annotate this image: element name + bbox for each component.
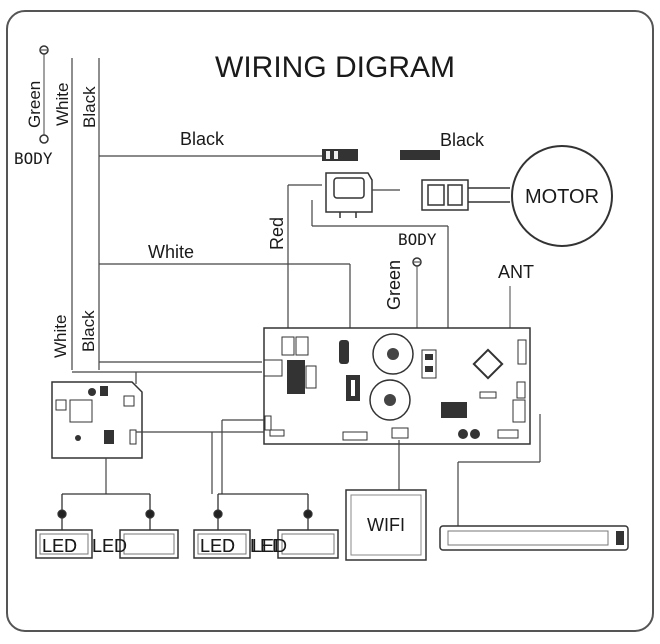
label-red: Red (267, 217, 287, 250)
led-label-2: LED (92, 536, 127, 556)
label-ant: ANT (498, 262, 534, 282)
label-body-mid: BODY (398, 230, 437, 249)
motor (511, 145, 613, 247)
led-label-2-overlay: LED (92, 536, 127, 556)
motor-plug (421, 179, 510, 211)
label-black-top-wire: Black (180, 129, 225, 149)
ground-symbol-left (39, 45, 49, 144)
main-control-board (263, 327, 531, 445)
led-bar-2 (119, 529, 179, 559)
led-bar-1 (35, 529, 93, 559)
label-black-left-top: Black (80, 86, 99, 128)
led-label-1-overlay: LED (42, 536, 77, 556)
label-white-left-bottom: White (51, 315, 70, 358)
label-white-left-top: White (53, 83, 72, 126)
led-label-4-overlay: LED (252, 536, 287, 556)
led-label-3: LED (200, 536, 235, 556)
label-black-motor: Black (440, 130, 485, 150)
board-links (105, 372, 541, 526)
top-connector-black (322, 149, 358, 161)
left-main-wires (71, 58, 351, 373)
wifi-label: WIFI (367, 515, 405, 535)
led-bar-4 (277, 529, 339, 559)
label-green-left: Green (25, 81, 44, 128)
ground-symbol-mid (412, 257, 422, 330)
led-bar-3 (193, 529, 251, 559)
label-white-mid: White (148, 242, 194, 262)
wifi-module (345, 489, 427, 561)
motor-top-connector (400, 150, 440, 160)
led-label-3-overlay: LED (200, 536, 235, 556)
led-driver-board (51, 381, 143, 459)
label-black-left-bottom: Black (79, 310, 98, 352)
led-strip (439, 525, 629, 551)
diagram-frame (6, 10, 654, 632)
led-group-right (213, 493, 313, 530)
label-green-mid: Green (384, 260, 404, 310)
led-label-4: LED (250, 536, 285, 556)
led-group-left (57, 493, 155, 530)
motor-label: MOTOR (525, 186, 599, 208)
central-plug (325, 172, 373, 218)
led-label-1: LED (42, 536, 77, 556)
diagram-title: WIRING DIGRAM (215, 51, 455, 84)
label-body-left: BODY (14, 149, 53, 168)
